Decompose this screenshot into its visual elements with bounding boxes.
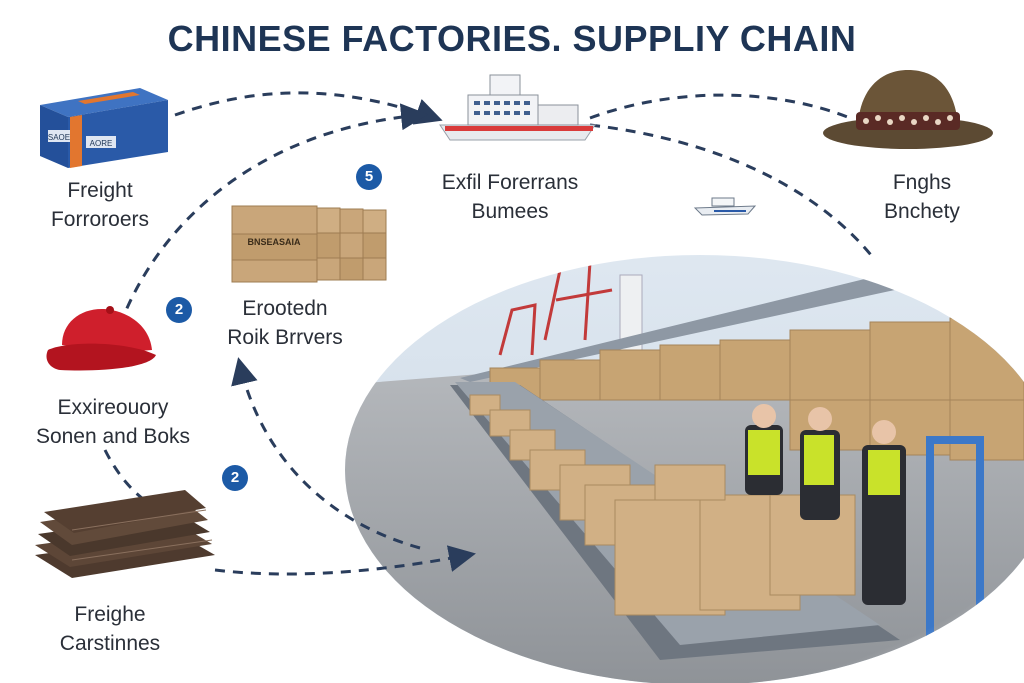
node-label-line1: Erootedn bbox=[242, 297, 328, 320]
red-cap-icon bbox=[46, 306, 156, 371]
box-label-right: AORE bbox=[90, 139, 113, 148]
page-title: CHINESE FACTORIES. SUPPLIY CHAIN bbox=[167, 18, 857, 59]
arrow-hat-to-warehouse bbox=[589, 123, 877, 261]
cargo-ship-icon bbox=[439, 74, 596, 141]
step-badge-2-upper: 2 bbox=[166, 297, 192, 323]
cardboard-box-label: BNSEASAIA bbox=[247, 237, 301, 247]
arrow-ship-to-hat bbox=[589, 93, 851, 120]
node-label-line2: Forroroers bbox=[50, 208, 150, 231]
speedboat-icon bbox=[693, 197, 757, 216]
node-label-exxireouory: Exxireouory Sonen and Boks bbox=[18, 393, 208, 451]
node-label-freight-forwarders: Freight Forroroers bbox=[20, 176, 180, 234]
node-label-line2: Sonen and Boks bbox=[35, 425, 191, 448]
node-label-fnghs: Fnghs Bnchety bbox=[852, 168, 992, 226]
node-label-erootedn: Erootedn Roik Brrvers bbox=[205, 294, 365, 352]
arrow-leather-to-warehouse bbox=[214, 545, 476, 576]
arrow-cap-to-ship bbox=[118, 103, 429, 326]
node-label-line1: Freight bbox=[67, 179, 133, 202]
node-label-line1: Fnghs bbox=[892, 171, 952, 194]
node-label-line2: Bumees bbox=[471, 200, 549, 223]
node-label-line1: Exfil Forerrans bbox=[441, 171, 579, 194]
arrow-warehouse-to-boxes bbox=[231, 357, 421, 550]
node-label-line1: Freighe bbox=[74, 603, 146, 626]
node-label-freighe: Freighe Carstinnes bbox=[40, 600, 180, 658]
node-label-line2: Roik Brrvers bbox=[227, 326, 343, 349]
node-label-line1: Exxireouory bbox=[57, 396, 169, 419]
node-label-line2: Bnchety bbox=[884, 200, 960, 223]
node-label-line2: Carstinnes bbox=[59, 632, 161, 655]
cardboard-boxes-icon: BNSEASAIA bbox=[231, 205, 387, 283]
node-label-exfil-forerrans: Exfil Forerrans Bumees bbox=[420, 168, 600, 226]
leather-sheets-icon bbox=[35, 490, 215, 578]
fedora-hat-icon bbox=[823, 70, 993, 149]
step-badge-5: 5 bbox=[356, 164, 382, 190]
box-label-left: SAOE bbox=[48, 133, 70, 142]
blue-box-icon: SAOE AORE bbox=[40, 88, 168, 168]
step-badge-2-lower: 2 bbox=[222, 465, 248, 491]
arrow-box-to-ship bbox=[174, 91, 443, 125]
